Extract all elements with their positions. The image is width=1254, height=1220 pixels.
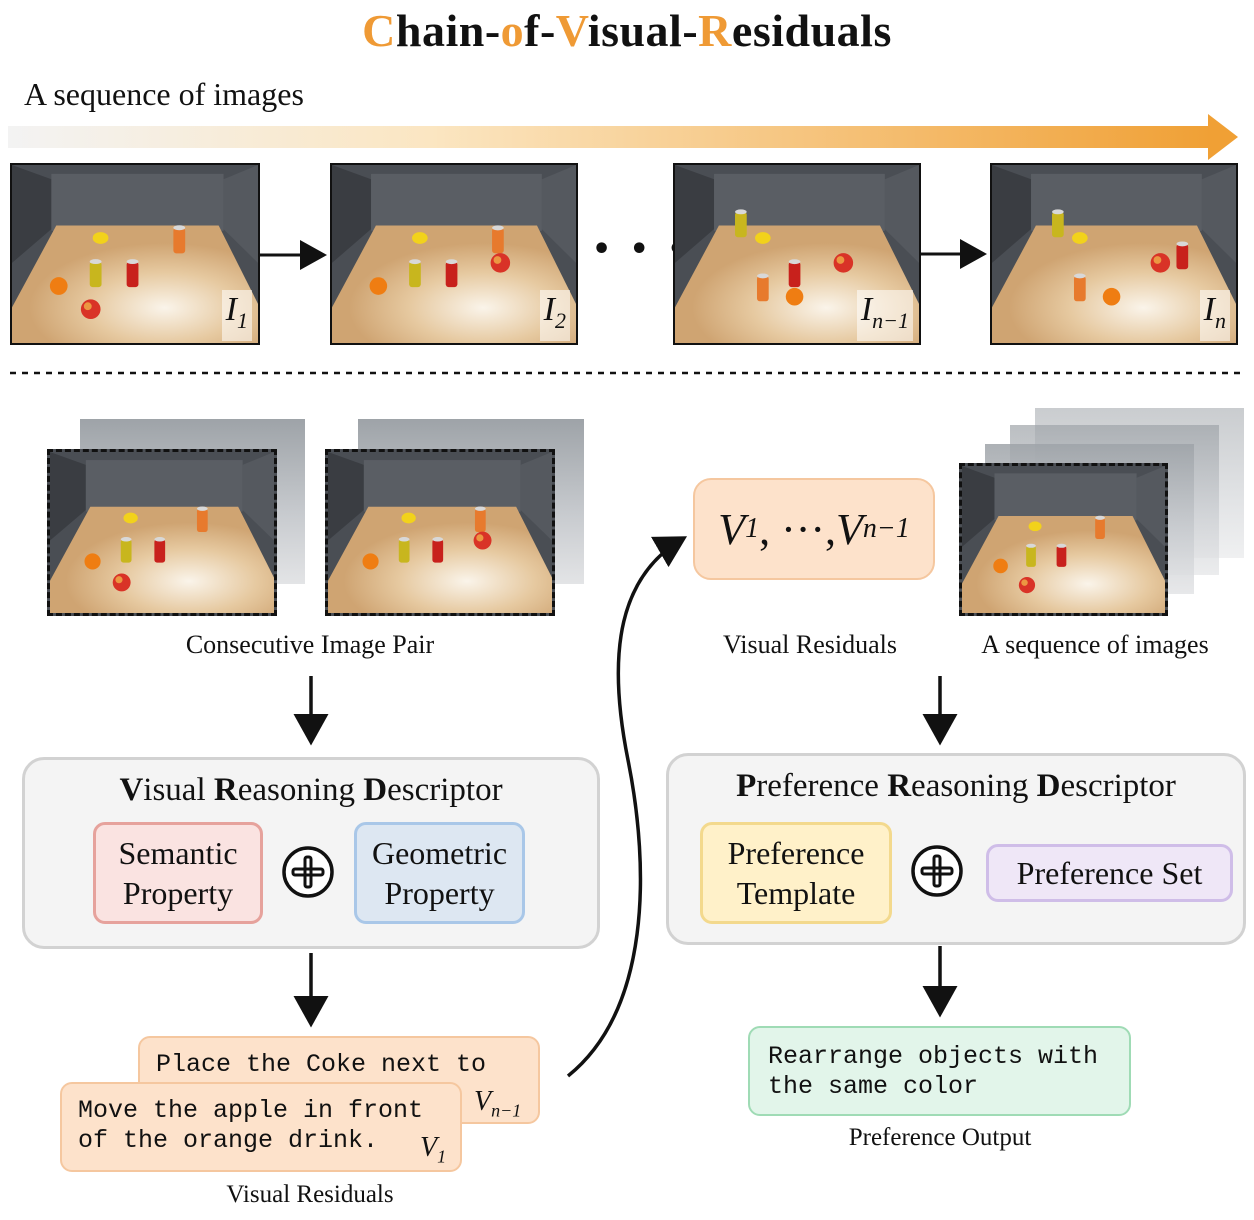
fanta-object	[173, 225, 186, 254]
residual-back-text: Place the Coke next to	[156, 1050, 487, 1079]
image-frame-n: In	[990, 163, 1238, 345]
frame-label-n: In	[1199, 290, 1230, 341]
orange-object	[785, 287, 804, 306]
apple-object	[833, 253, 854, 273]
title-part: R	[698, 5, 732, 56]
image-frame-n-minus-1: In−1	[673, 163, 921, 345]
preference-descriptor-title: Preference Reasoning Descriptor	[736, 768, 1176, 804]
preference-output-text: Rearrange objects with the same color	[768, 1042, 1099, 1101]
preference-set-chip: Preference Set	[986, 844, 1233, 902]
ellipsis: • • •	[592, 232, 691, 267]
orange-object	[362, 553, 379, 570]
title-part: o	[500, 5, 525, 56]
fanta-object	[492, 225, 504, 254]
title-part: esiduals	[731, 5, 892, 56]
sequence-stack-front	[959, 463, 1168, 616]
lemon-object	[92, 232, 109, 244]
scene-photo	[992, 165, 1236, 343]
scene-photo	[12, 165, 258, 343]
can-y-object	[398, 537, 410, 563]
scene-photo	[962, 466, 1165, 613]
residual-back-label: Vn−1	[474, 1086, 522, 1121]
can-y-object	[735, 209, 747, 238]
can-r-object	[788, 259, 801, 288]
preference-output-note: Rearrange objects with the same color	[748, 1026, 1131, 1116]
plus-icon	[911, 845, 963, 897]
lemon-object	[412, 232, 428, 244]
title-part: hain-	[395, 5, 501, 56]
apple-object	[1018, 576, 1036, 594]
geometric-property-chip: Geometric Property	[354, 822, 525, 924]
can-y-object	[409, 259, 421, 288]
scene-photo	[332, 165, 576, 343]
visual-reasoning-descriptor: Visual Reasoning Descriptor Semantic Pro…	[22, 757, 600, 949]
image-frame-1: I1	[10, 163, 260, 345]
lemon-object	[755, 232, 771, 244]
preference-template-chip: Preference Template	[700, 822, 892, 924]
fanta-object	[756, 273, 769, 302]
orange-object	[49, 277, 68, 295]
can-r-object	[1176, 241, 1189, 270]
residual-front-text: Move the apple in front of the orange dr…	[78, 1096, 424, 1155]
pair-caption: Consecutive Image Pair	[185, 630, 435, 659]
residual-note-front: Move the apple in front of the orange dr…	[60, 1082, 462, 1172]
pair-image-1	[47, 449, 277, 616]
can-y-object	[120, 537, 132, 563]
residual-front-label: V1	[420, 1132, 447, 1167]
apple-object	[112, 573, 131, 592]
can-r-object	[432, 537, 444, 563]
frame-label-2: I2	[539, 290, 570, 341]
can-r-object	[126, 259, 139, 288]
lemon-object	[123, 512, 138, 524]
lemon-object	[401, 512, 416, 524]
orange-object	[369, 277, 388, 295]
apple-object	[490, 253, 511, 273]
scene-photo	[328, 452, 552, 613]
curved-arrow-residuals-to-set	[566, 536, 688, 1078]
fanta-object	[1073, 273, 1086, 302]
sequence-label: A sequence of images	[24, 76, 304, 112]
apple-object	[80, 299, 101, 320]
orange-object	[993, 558, 1008, 574]
can-y-object	[89, 259, 102, 288]
preference-output-caption: Preference Output	[848, 1124, 1032, 1151]
visual-descriptor-title: Visual Reasoning Descriptor	[119, 772, 503, 808]
title-part: f-	[524, 5, 556, 56]
plus-icon	[282, 846, 334, 898]
frame-label-n-minus-1: In−1	[856, 290, 913, 341]
can-r-object	[154, 537, 166, 563]
can-r-object	[1056, 543, 1067, 567]
pair-image-2	[325, 449, 555, 616]
image-frame-2: I2	[330, 163, 578, 345]
lemon-object	[1072, 232, 1088, 244]
title-part: C	[362, 5, 396, 56]
title-part: isual-	[587, 5, 699, 56]
can-y-object	[1052, 209, 1064, 238]
apple-object	[473, 531, 492, 550]
diagram-title: Chain-of-Visual-Residuals	[0, 4, 1254, 57]
scene-photo	[50, 452, 274, 613]
orange-object	[1102, 287, 1121, 306]
can-r-object	[445, 259, 458, 288]
semantic-property-chip: Semantic Property	[93, 822, 263, 924]
right-sequence-caption: A sequence of images	[981, 630, 1209, 659]
fanta-object	[1095, 515, 1105, 539]
orange-object	[84, 553, 101, 570]
title-part: V	[555, 5, 588, 56]
fanta-object	[474, 506, 486, 532]
left-residuals-caption: Visual Residuals	[226, 1181, 394, 1208]
apple-object	[1150, 253, 1171, 273]
sequence-gradient-arrow	[8, 114, 1238, 160]
preference-reasoning-descriptor: Preference Reasoning Descriptor Preferen…	[666, 753, 1246, 945]
frame-label-1: I1	[221, 290, 252, 341]
fanta-object	[196, 506, 208, 532]
can-y-object	[1026, 543, 1036, 567]
right-residuals-caption: Visual Residuals	[723, 630, 897, 659]
lemon-object	[1028, 521, 1042, 532]
